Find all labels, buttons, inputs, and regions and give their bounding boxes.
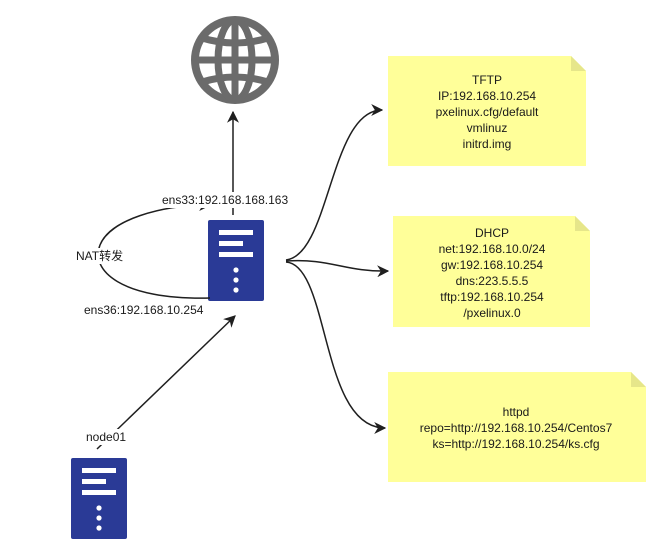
dhcp-note-line: tftp:192.168.10.254 [440, 290, 544, 304]
tftp-note-line: pxelinux.cfg/default [436, 105, 539, 119]
httpd-note-line: ks=http://192.168.10.254/ks.cfg [432, 437, 599, 451]
nat-label-bg [74, 248, 136, 264]
edge-server-to-dhcp [285, 259, 390, 278]
edge-nat-loop [97, 199, 212, 299]
tftp-note-title: TFTP [472, 73, 502, 87]
globe-icon [191, 16, 279, 104]
gateway-server-icon [208, 220, 264, 301]
tftp-note: TFTP IP:192.168.10.254 pxelinux.cfg/defa… [388, 56, 586, 166]
httpd-note-line: repo=http://192.168.10.254/Centos7 [420, 421, 613, 435]
dhcp-note-line: net:192.168.10.0/24 [439, 242, 546, 256]
node01-label: node01 [86, 430, 126, 444]
tftp-note-line: initrd.img [463, 137, 512, 151]
ens36-label: ens36:192.168.10.254 [84, 303, 204, 317]
httpd-note: httpd repo=http://192.168.10.254/Centos7… [388, 372, 646, 482]
tftp-note-line: vmlinuz [467, 121, 508, 135]
ens33-label: ens33:192.168.168.163 [162, 193, 288, 207]
dhcp-note-line: /pxelinux.0 [463, 306, 521, 320]
httpd-note-title: httpd [503, 405, 530, 419]
dhcp-note-line: dns:223.5.5.5 [456, 274, 529, 288]
edge-server-to-tftp [285, 104, 384, 261]
dhcp-note-line: gw:192.168.10.254 [441, 258, 543, 272]
ens33-label-bg [160, 192, 308, 208]
edge-server-to-httpd [285, 261, 387, 434]
nat-label: NAT转发 [76, 248, 123, 263]
dhcp-note: DHCP net:192.168.10.0/24 gw:192.168.10.2… [393, 216, 590, 327]
tftp-note-line: IP:192.168.10.254 [438, 89, 536, 103]
node01-label-bg [84, 429, 136, 445]
ens36-label-bg [82, 302, 224, 318]
client-server-icon [71, 458, 127, 539]
dhcp-note-title: DHCP [475, 226, 509, 240]
edge-node01-to-server [96, 315, 236, 450]
